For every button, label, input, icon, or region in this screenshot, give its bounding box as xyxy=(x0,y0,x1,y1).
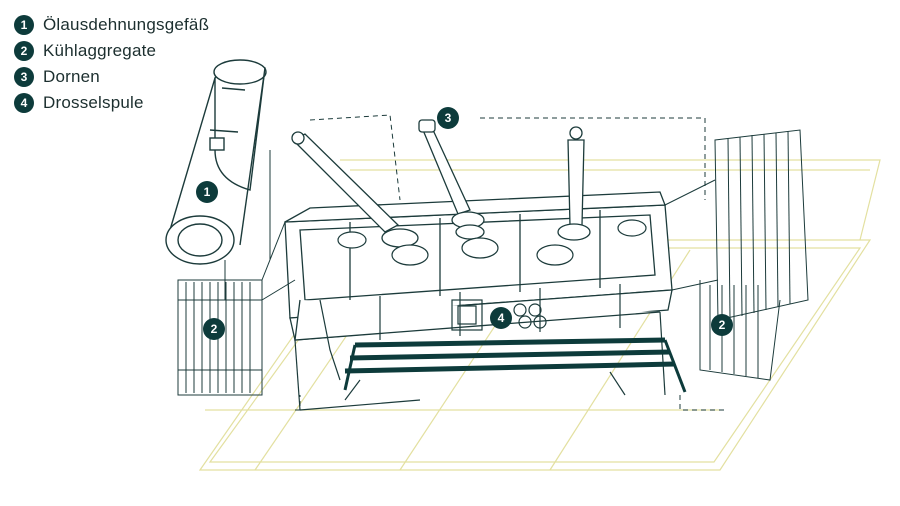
left-cooler xyxy=(177,150,296,396)
legend-number-badge: 2 xyxy=(14,41,34,61)
legend-label: Ölausdehnungsgefäß xyxy=(43,15,210,34)
legend-item-bushings: 3 Dornen xyxy=(14,64,209,90)
legend-label: Drosselspule xyxy=(43,93,144,112)
callout-reactor: 4 xyxy=(490,307,512,329)
callout-conservator: 1 xyxy=(196,181,218,203)
right-cooler xyxy=(664,129,809,381)
legend-label: Kühlaggregate xyxy=(43,41,157,60)
legend: 1 Ölausdehnungsgefäß 2 Kühlaggregate 3 D… xyxy=(14,12,209,116)
bushings xyxy=(291,119,591,248)
callout-bushings: 3 xyxy=(437,107,459,129)
legend-label: Dornen xyxy=(43,67,100,86)
turrets xyxy=(337,219,647,266)
callout-cooler-left: 2 xyxy=(203,318,225,340)
lower-frame xyxy=(294,284,666,411)
legend-number-badge: 4 xyxy=(14,93,34,113)
legend-number-badge: 3 xyxy=(14,67,34,87)
legend-number-badge: 1 xyxy=(14,15,34,35)
legend-item-conservator: 1 Ölausdehnungsgefäß xyxy=(14,12,209,38)
dashed-enclosure xyxy=(295,114,725,411)
conservator-tank xyxy=(165,59,267,265)
reactor-slats xyxy=(343,337,687,393)
callout-cooler-right: 2 xyxy=(711,314,733,336)
legend-item-reactor: 4 Drosselspule xyxy=(14,90,209,116)
legend-item-coolers: 2 Kühlaggregate xyxy=(14,38,209,64)
